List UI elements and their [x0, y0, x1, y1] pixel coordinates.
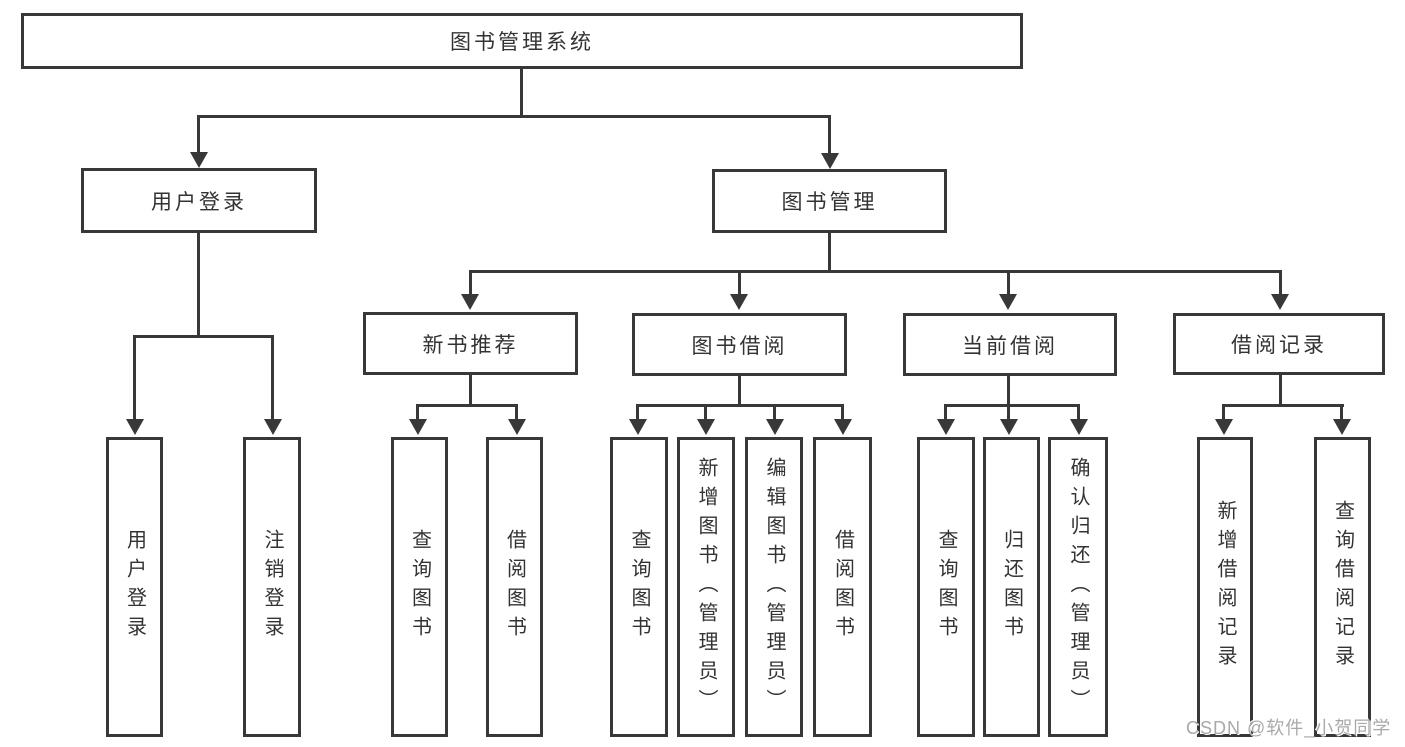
node-label: 注销登录 [261, 529, 283, 645]
connector-line [469, 270, 472, 296]
node-label: 新书推荐 [422, 333, 519, 357]
connector-line [1007, 376, 1010, 407]
connector-line [1007, 404, 1010, 421]
node-new-book-recommend: 新书推荐 [363, 312, 578, 375]
arrowhead-icon [1271, 294, 1289, 310]
connector-line [944, 404, 1080, 407]
node-label: 编辑图书（管理员） [763, 456, 785, 718]
connector-line [197, 233, 200, 337]
connector-line [197, 115, 200, 155]
node-label: 图书管理系统 [450, 31, 594, 54]
node-label: 新增借阅记录 [1214, 500, 1236, 674]
arrowhead-icon [629, 419, 647, 435]
arrowhead-icon [508, 419, 526, 435]
node-label: 用户登录 [123, 529, 146, 645]
connector-line [738, 376, 741, 406]
connector-line [828, 115, 831, 155]
node-label: 借阅图书 [503, 529, 526, 645]
connector-line [636, 404, 844, 407]
node-label: 用户登录 [151, 190, 247, 214]
node-label: 确认归还（管理员） [1067, 456, 1089, 718]
leaf-borrow-book: 借阅图书 [813, 437, 872, 737]
leaf-return-book: 归还图书 [983, 437, 1040, 737]
node-label: 图书借阅 [691, 334, 788, 358]
node-label: 借阅图书 [831, 529, 854, 645]
arrowhead-icon [461, 294, 479, 310]
node-book-management: 图书管理 [712, 169, 947, 233]
arrowhead-icon [190, 152, 208, 168]
connector-line [1279, 375, 1282, 406]
leaf-borrow-book-recommend: 借阅图书 [486, 437, 543, 737]
node-label: 查询图书 [628, 529, 650, 645]
connector-line [515, 404, 518, 421]
connector-line [841, 404, 844, 421]
arrowhead-icon [937, 419, 955, 435]
arrowhead-icon [999, 294, 1017, 310]
arrowhead-icon [766, 419, 784, 435]
leaf-query-book-borrow: 查询图书 [610, 437, 668, 737]
arrowhead-icon [1000, 419, 1018, 435]
connector-line [133, 335, 136, 421]
leaf-add-book-admin: 新增图书（管理员） [677, 437, 735, 737]
connector-line [197, 115, 831, 118]
arrowhead-icon [126, 419, 144, 435]
connector-line [469, 375, 472, 406]
connector-line [773, 404, 776, 421]
leaf-query-book-current: 查询图书 [917, 437, 975, 737]
connector-line [828, 233, 831, 273]
node-root: 图书管理系统 [21, 13, 1023, 69]
connector-line [133, 335, 274, 338]
leaf-add-borrow-record: 新增借阅记录 [1197, 437, 1253, 737]
arrowhead-icon [697, 419, 715, 435]
arrowhead-icon [730, 294, 748, 310]
arrowhead-icon [1333, 419, 1351, 435]
node-label: 查询借阅记录 [1331, 500, 1354, 674]
node-label: 当前借阅 [962, 334, 1058, 358]
connector-line [1340, 404, 1343, 421]
node-label: 查询图书 [408, 529, 431, 645]
connector-line [1007, 270, 1010, 296]
watermark: CSDN @软件_小贺同学 [1186, 718, 1392, 738]
connector-line [944, 404, 947, 421]
arrowhead-icon [821, 153, 839, 169]
node-borrow-record: 借阅记录 [1173, 313, 1385, 375]
leaf-logout: 注销登录 [243, 437, 301, 737]
connector-line [520, 69, 523, 116]
node-user-login: 用户登录 [81, 168, 317, 233]
connector-line [738, 270, 741, 296]
node-label: 新增图书（管理员） [695, 456, 717, 718]
connector-line [1077, 404, 1080, 421]
arrowhead-icon [834, 419, 852, 435]
arrowhead-icon [409, 419, 427, 435]
leaf-confirm-return-admin: 确认归还（管理员） [1048, 437, 1108, 737]
connector-line [1222, 404, 1344, 407]
connector-line [1279, 270, 1282, 296]
node-label: 借阅记录 [1231, 334, 1327, 357]
leaf-edit-book-admin: 编辑图书（管理员） [745, 437, 803, 737]
node-current-borrow: 当前借阅 [903, 313, 1117, 376]
connector-line [416, 404, 419, 421]
connector-line [704, 404, 707, 421]
connector-line [271, 335, 274, 421]
node-label: 查询图书 [935, 529, 957, 645]
node-label: 归还图书 [1000, 529, 1023, 645]
leaf-query-book-recommend: 查询图书 [391, 437, 448, 737]
connector-line [1222, 404, 1225, 421]
connector-line [416, 404, 518, 407]
arrowhead-icon [1070, 419, 1088, 435]
leaf-query-borrow-record: 查询借阅记录 [1314, 437, 1371, 737]
leaf-user-login: 用户登录 [106, 437, 163, 737]
node-book-borrow: 图书借阅 [632, 313, 847, 376]
connector-line [636, 404, 639, 421]
arrowhead-icon [264, 419, 282, 435]
arrowhead-icon [1215, 419, 1233, 435]
connector-line [469, 270, 1282, 273]
node-label: 图书管理 [781, 191, 878, 214]
